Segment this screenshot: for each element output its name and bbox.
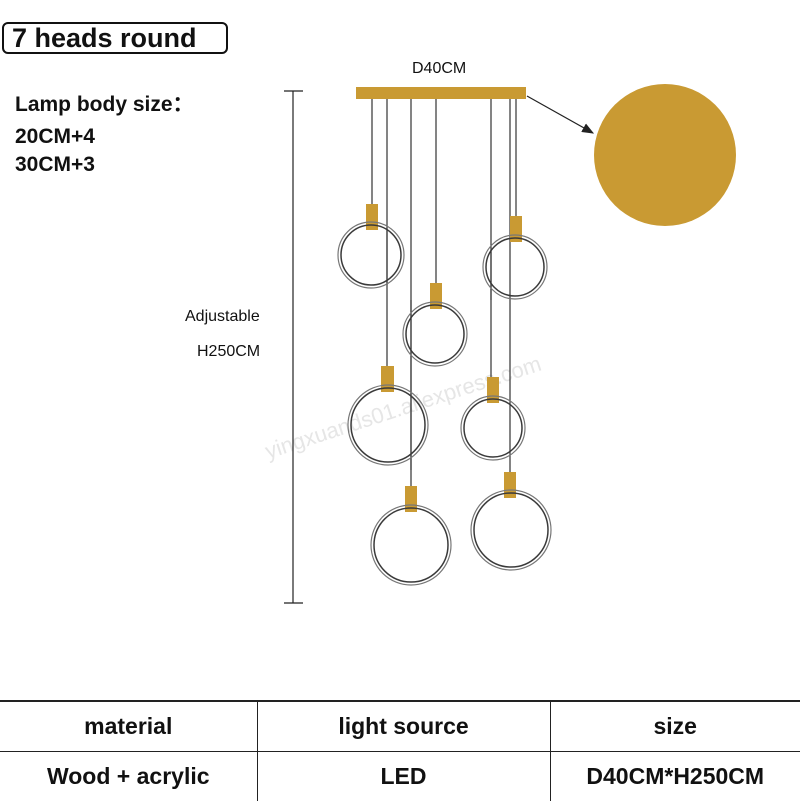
value-light-source: LED xyxy=(257,752,550,801)
header-material: material xyxy=(0,701,257,752)
lamp-drawing xyxy=(0,0,800,700)
suspension-wires xyxy=(372,99,516,488)
pendant-ring-6 xyxy=(371,486,451,585)
round-canopy-circle xyxy=(594,84,736,226)
height-dimension-line xyxy=(284,91,303,603)
canopy-plate xyxy=(356,87,526,99)
pendant-ring-4 xyxy=(348,366,428,465)
value-material: Wood + acrylic xyxy=(0,752,257,801)
spec-table: material light source size Wood + acryli… xyxy=(0,700,800,801)
pendant-ring-2 xyxy=(483,216,547,299)
spec-table-value-row: Wood + acrylic LED D40CM*H250CM xyxy=(0,752,800,801)
canopy-arrow xyxy=(527,96,593,133)
pendant-ring-3 xyxy=(403,283,467,366)
header-light-source: light source xyxy=(257,701,550,752)
pendant-ring-5 xyxy=(461,377,525,460)
pendant-ring-1 xyxy=(338,204,404,288)
pendant-ring-7 xyxy=(471,472,551,570)
header-size: size xyxy=(550,701,800,752)
value-size: D40CM*H250CM xyxy=(550,752,800,801)
spec-table-header-row: material light source size xyxy=(0,701,800,752)
